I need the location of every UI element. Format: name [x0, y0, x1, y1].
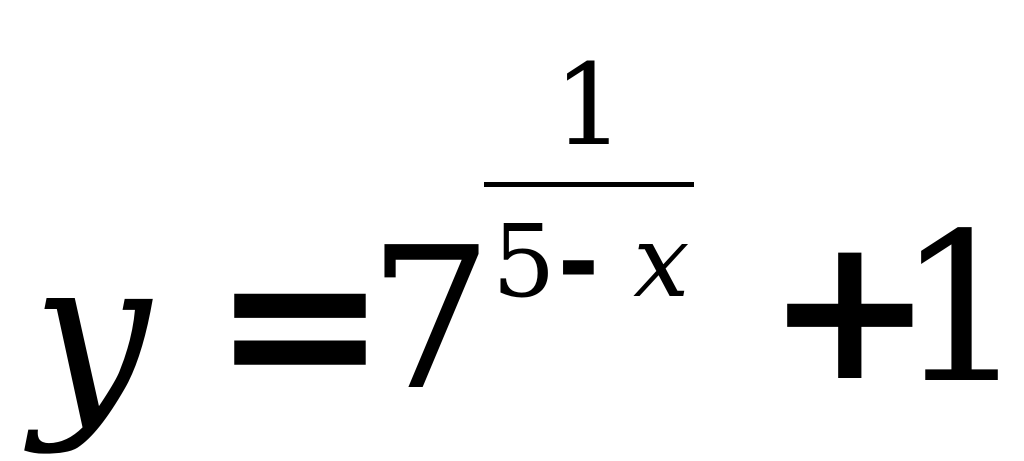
exponent-denominator: 5-x — [492, 212, 702, 312]
exponent-numerator: 1 — [553, 41, 625, 171]
denominator-variable-x: x — [633, 203, 690, 320]
fraction-bar — [484, 182, 694, 187]
equals-sign: = — [212, 200, 388, 445]
addend-number: 1 — [896, 189, 1024, 429]
denominator-minus: - — [557, 203, 600, 320]
plus-sign: + — [766, 193, 934, 426]
base-number: 7 — [368, 206, 493, 434]
variable-y: y — [32, 212, 151, 457]
exponent-fraction: 1 5-x — [484, 40, 694, 330]
denominator-constant: 5 — [492, 203, 556, 320]
